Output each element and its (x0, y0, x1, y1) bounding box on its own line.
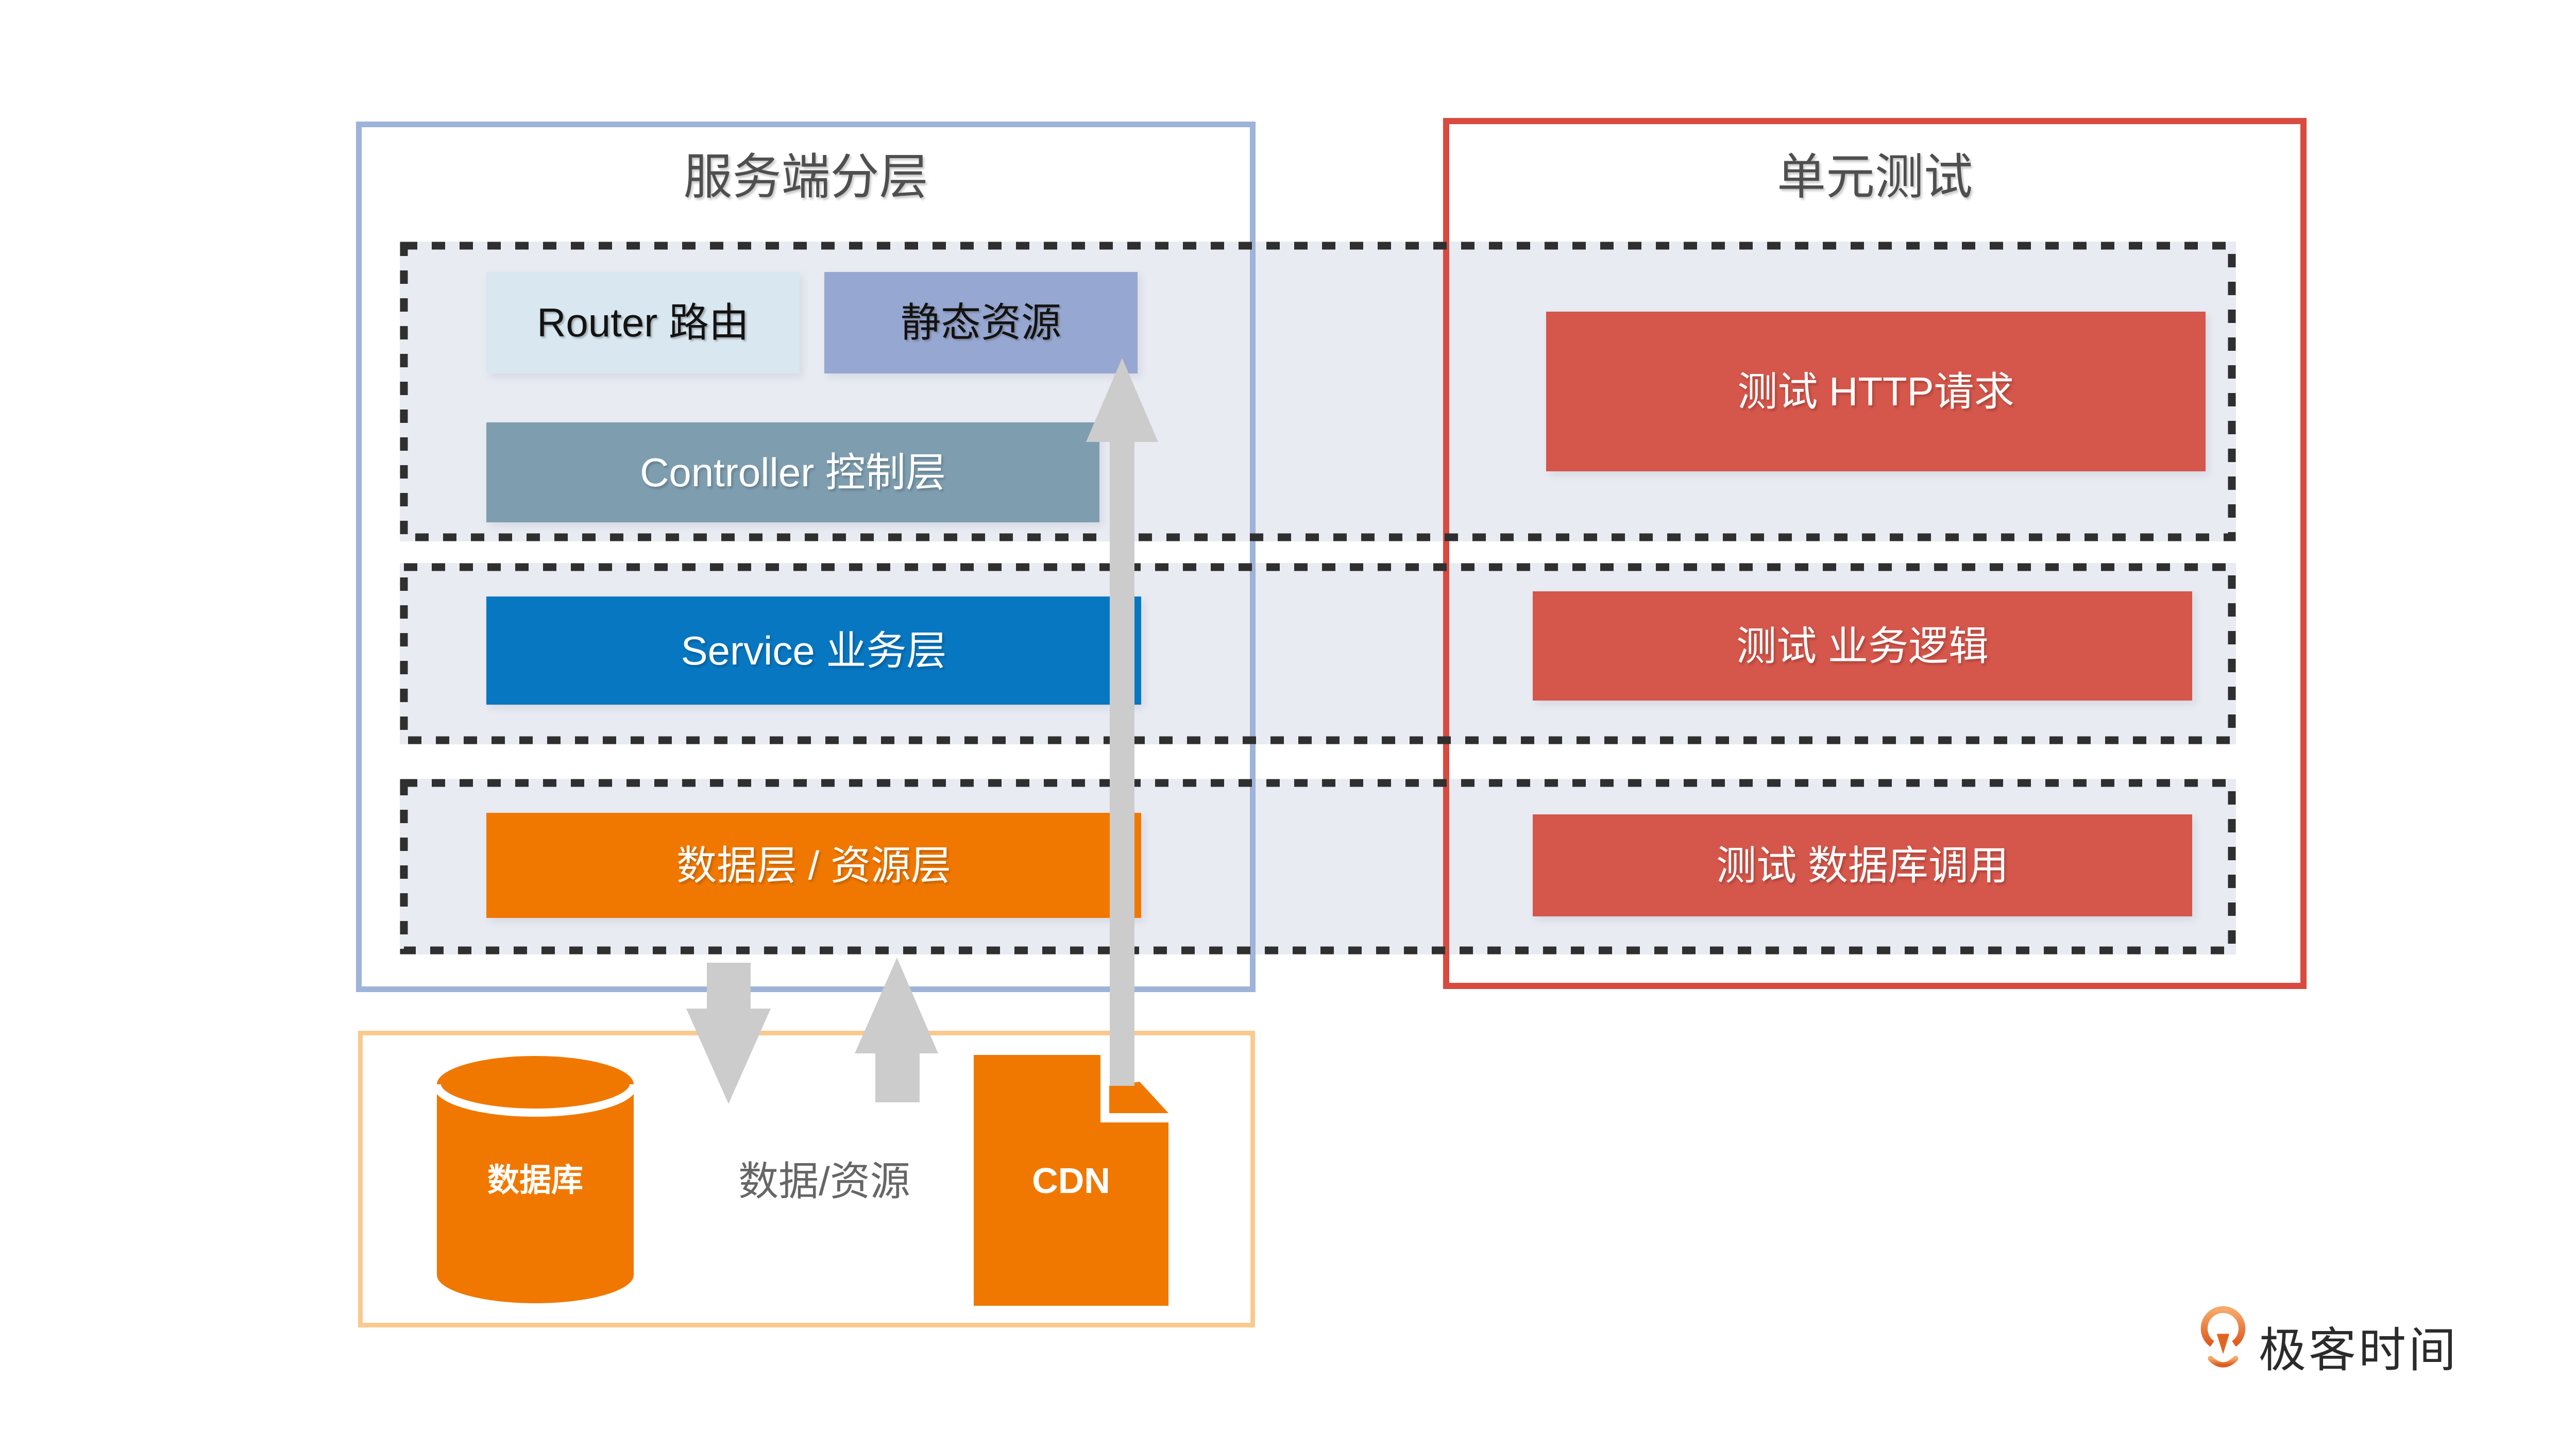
server-panel-title: 服务端分层 (683, 150, 928, 204)
static-assets-label: 静态资源 (900, 300, 1061, 345)
data-resource-flow-label: 数据/资源 (738, 1158, 910, 1204)
service-layer-box: Service 业务层 (486, 596, 1141, 705)
geektime-logo-icon (2200, 1306, 2246, 1368)
data-layer-label: 数据层 / 资源层 (676, 843, 951, 888)
data-layer-box: 数据层 / 资源层 (486, 813, 1141, 918)
test-business-logic-box: 测试 业务逻辑 (1533, 591, 2192, 701)
test-business-logic-label: 测试 业务逻辑 (1736, 623, 1989, 669)
test-panel-title: 单元测试 (1776, 150, 1973, 204)
static-assets-box: 静态资源 (824, 272, 1138, 373)
controller-layer-box: Controller 控制层 (486, 422, 1099, 522)
cdn-document-icon (974, 1055, 1168, 1306)
cdn-label: CDN (1032, 1161, 1110, 1201)
test-http-box: 测试 HTTP请求 (1546, 312, 2206, 471)
resource-panel (358, 1031, 1255, 1327)
router-layer-label: Router 路由 (537, 300, 749, 345)
test-database-call-box: 测试 数据库调用 (1533, 814, 2192, 916)
service-layer-label: Service 业务层 (681, 628, 947, 673)
test-database-call-label: 测试 数据库调用 (1716, 843, 2009, 888)
database-cylinder-icon (437, 1056, 634, 1303)
server-layering-panel (356, 122, 1256, 992)
database-label: 数据库 (487, 1163, 583, 1198)
router-layer-box: Router 路由 (486, 272, 800, 373)
test-http-label: 测试 HTTP请求 (1737, 369, 2014, 414)
geektime-logo-text: 极客时间 (2259, 1324, 2459, 1377)
controller-layer-label: Controller 控制层 (640, 450, 946, 495)
